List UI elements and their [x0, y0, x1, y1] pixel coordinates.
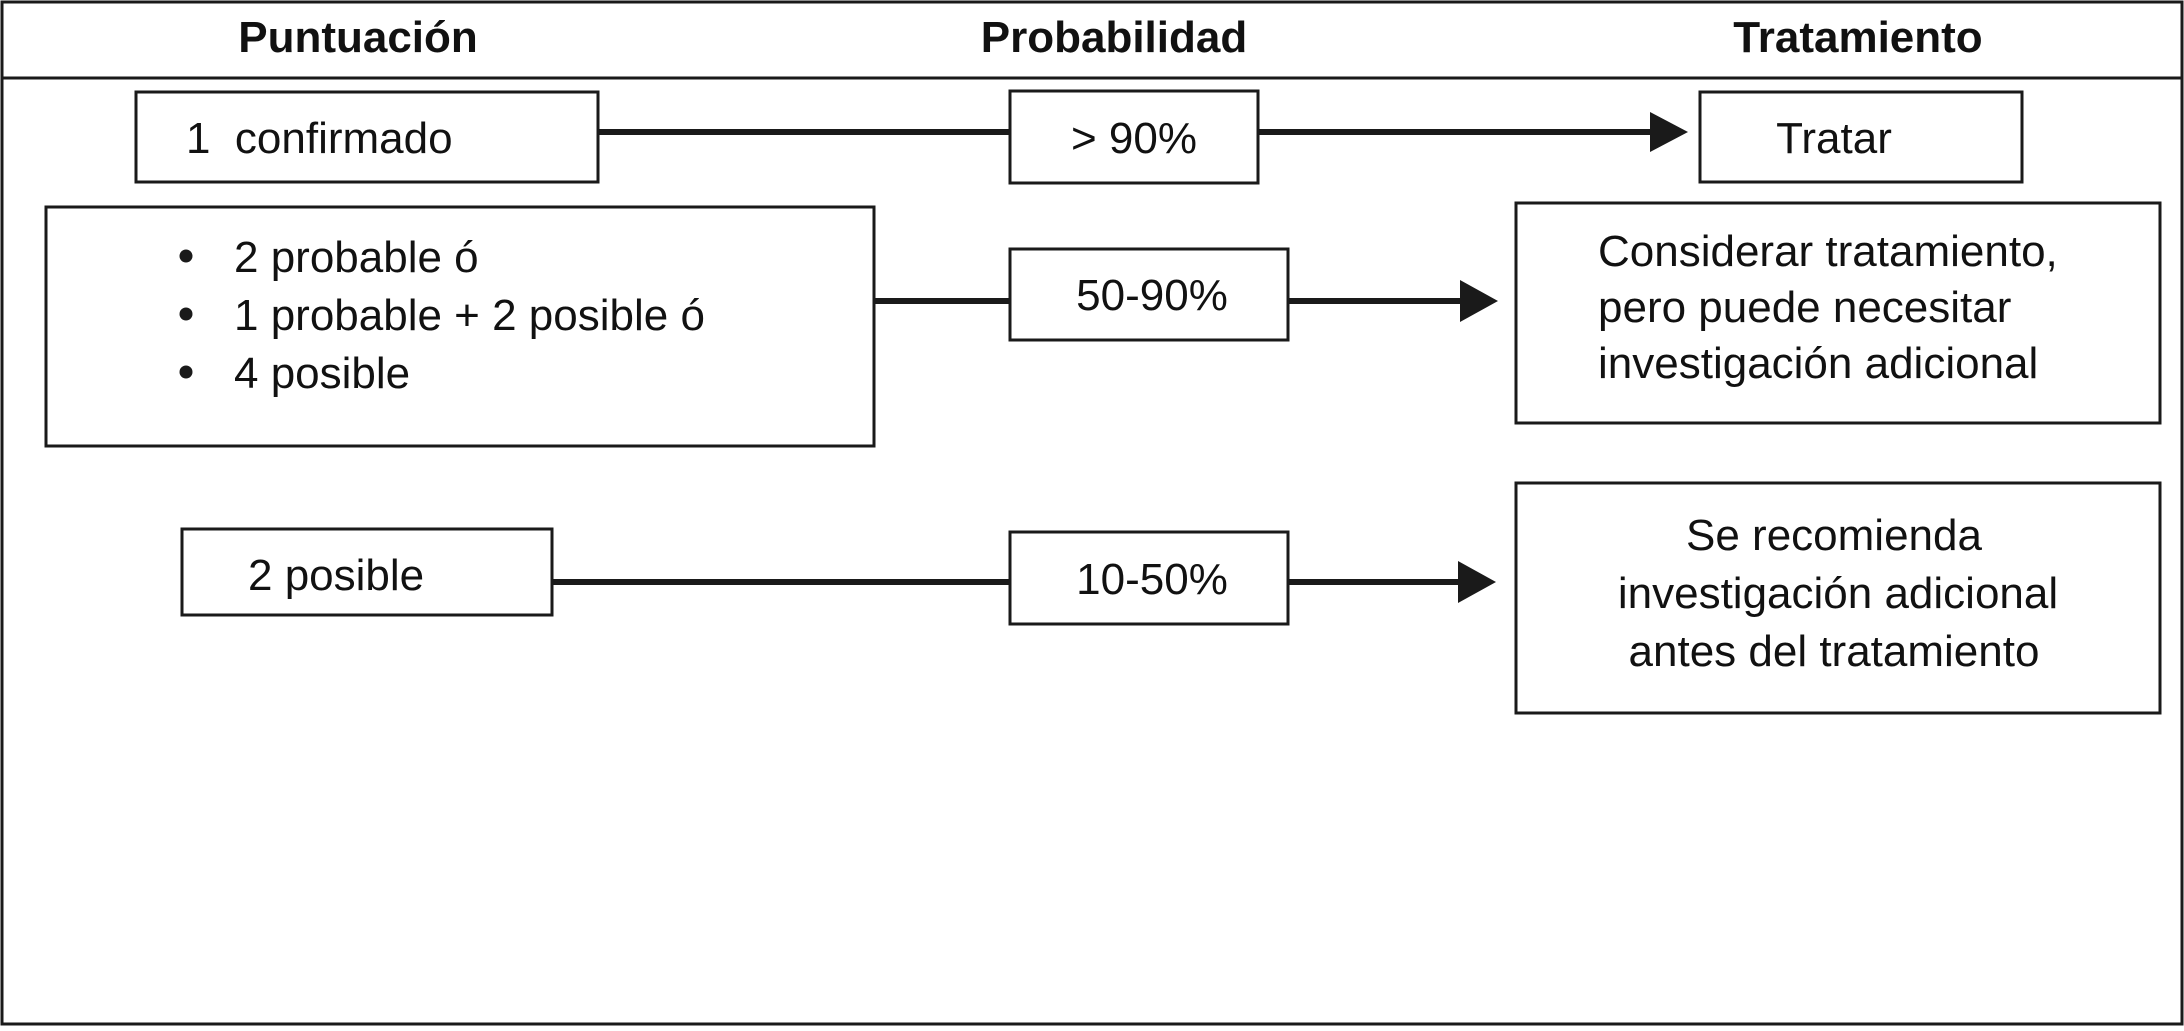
treatment-label-treat: Tratar — [1776, 114, 1892, 163]
probability-label-high: > 90% — [1071, 114, 1197, 163]
header-puntuacion: Puntuación — [238, 13, 478, 62]
score-item: 4 posible — [234, 349, 410, 398]
treatment-line: antes del tratamiento — [1629, 627, 2040, 676]
treatment-line: investigación adicional — [1598, 339, 2038, 388]
score-box-probable — [44, 205, 876, 448]
arrow-right-icon — [1458, 561, 1496, 603]
header-tratamiento: Tratamiento — [1733, 13, 1982, 62]
score-item: 1 probable + 2 posible ó — [234, 291, 705, 340]
score-box-possible — [180, 527, 554, 617]
probability-box-mid — [1008, 247, 1290, 342]
treatment-line: Se recomienda — [1686, 511, 1982, 560]
treatment-box-treat — [1698, 90, 2024, 184]
treatment-box-consider — [1514, 201, 2162, 425]
arrow-right-icon — [1460, 280, 1498, 322]
bullet-dot-icon — [179, 249, 193, 263]
treatment-line: Considerar tratamiento, — [1598, 227, 2058, 276]
header-probabilidad: Probabilidad — [981, 13, 1247, 62]
probability-box-low — [1008, 530, 1290, 626]
probability-label-low: 10-50% — [1076, 555, 1228, 604]
probability-label-mid: 50-90% — [1076, 271, 1228, 320]
score-box-confirmed — [134, 90, 600, 184]
score-item: 2 probable ó — [234, 233, 479, 282]
treatment-line: investigación adicional — [1618, 569, 2058, 618]
score-label-possible: 2 posible — [248, 551, 424, 600]
bullet-dot-icon — [179, 307, 193, 321]
score-label-confirmed: 1 confirmado — [186, 114, 453, 163]
treatment-box-investigate — [1514, 481, 2162, 715]
treatment-line: pero puede necesitar — [1598, 283, 2011, 332]
arrow-right-icon — [1650, 112, 1688, 152]
probability-box-high — [1008, 89, 1260, 185]
bullet-dot-icon — [179, 365, 193, 379]
